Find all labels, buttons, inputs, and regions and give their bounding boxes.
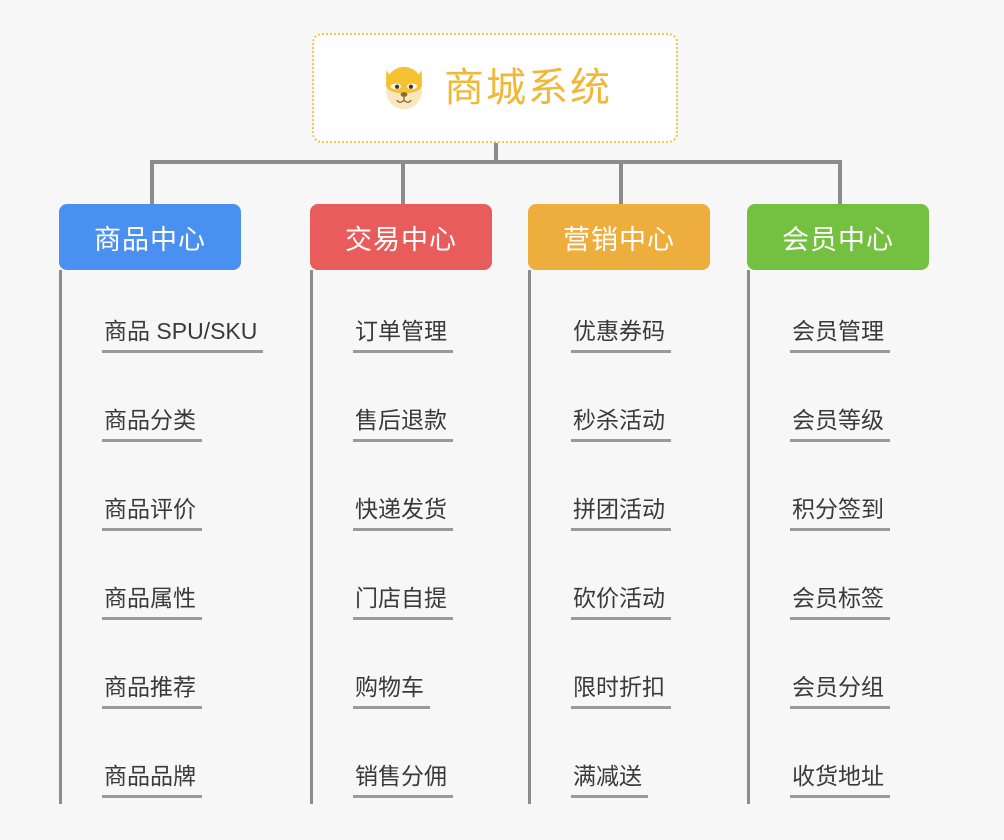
leaf-item-label: 门店自提 xyxy=(353,585,453,620)
branch-leaf-list-1: 订单管理售后退款快递发货门店自提购物车销售分佣 xyxy=(310,270,492,804)
leaf-item-label: 商品品牌 xyxy=(102,763,202,798)
leaf-item-label: 砍价活动 xyxy=(571,585,671,620)
leaf-item[interactable]: 会员管理 xyxy=(764,270,929,359)
leaf-item-label: 订单管理 xyxy=(353,318,453,353)
leaf-item[interactable]: 积分签到 xyxy=(764,448,929,537)
leaf-item-label: 秒杀活动 xyxy=(571,407,671,442)
leaf-item-label: 快递发货 xyxy=(353,496,453,531)
leaf-item[interactable]: 秒杀活动 xyxy=(545,359,710,448)
leaf-item[interactable]: 会员等级 xyxy=(764,359,929,448)
branch-column-0: 商品中心商品 SPU/SKU 商品分类商品评价商品属性商品推荐商品品牌 xyxy=(59,204,264,804)
branch-header-label: 交易中心 xyxy=(345,224,457,255)
leaf-item[interactable]: 售后退款 xyxy=(327,359,492,448)
branch-leaf-list-3: 会员管理会员等级积分签到会员标签会员分组收货地址 xyxy=(747,270,929,804)
leaf-item[interactable]: 优惠券码 xyxy=(545,270,710,359)
leaf-item[interactable]: 销售分佣 xyxy=(327,715,492,804)
leaf-item-label: 会员等级 xyxy=(790,407,890,442)
leaf-item[interactable]: 商品 SPU/SKU xyxy=(76,270,264,359)
leaf-item[interactable]: 满减送 xyxy=(545,715,710,804)
leaf-item[interactable]: 砍价活动 xyxy=(545,537,710,626)
leaf-item-label: 商品属性 xyxy=(102,585,202,620)
leaf-item-label: 拼团活动 xyxy=(571,496,671,531)
leaf-item[interactable]: 限时折扣 xyxy=(545,626,710,715)
leaf-item-label: 满减送 xyxy=(571,763,648,798)
leaf-item-label: 商品 SPU/SKU xyxy=(102,318,264,353)
branch-column-1: 交易中心订单管理售后退款快递发货门店自提购物车销售分佣 xyxy=(310,204,492,804)
branch-header-label: 营销中心 xyxy=(563,224,675,255)
leaf-item-label: 会员标签 xyxy=(790,585,890,620)
leaf-item[interactable]: 拼团活动 xyxy=(545,448,710,537)
connector-stem xyxy=(494,143,498,164)
leaf-item-label: 会员分组 xyxy=(790,674,890,709)
root-node[interactable]: 商城系统 xyxy=(312,33,678,143)
leaf-item-label: 购物车 xyxy=(353,674,430,709)
leaf-item-label: 优惠券码 xyxy=(571,318,671,353)
branch-header-label: 商品中心 xyxy=(94,224,206,255)
leaf-item-label: 限时折扣 xyxy=(571,674,671,709)
leaf-item[interactable]: 商品品牌 xyxy=(76,715,241,804)
leaf-item[interactable]: 商品分类 xyxy=(76,359,241,448)
branch-leaf-list-0: 商品 SPU/SKU 商品分类商品评价商品属性商品推荐商品品牌 xyxy=(59,270,264,804)
branch-header-label: 会员中心 xyxy=(782,224,894,255)
branch-header-3[interactable]: 会员中心 xyxy=(747,204,929,270)
leaf-item[interactable]: 购物车 xyxy=(327,626,492,715)
leaf-item-label: 商品评价 xyxy=(102,496,202,531)
connector-bus xyxy=(150,160,840,164)
connector-drop-2 xyxy=(619,160,623,204)
connector-drop-0 xyxy=(150,160,154,204)
connector-drop-3 xyxy=(838,160,842,204)
leaf-item[interactable]: 商品评价 xyxy=(76,448,241,537)
leaf-item[interactable]: 会员分组 xyxy=(764,626,929,715)
leaf-item-label: 积分签到 xyxy=(790,496,890,531)
branch-column-2: 营销中心优惠券码秒杀活动拼团活动砍价活动限时折扣满减送 xyxy=(528,204,710,804)
leaf-item-label: 收货地址 xyxy=(790,763,890,798)
branch-header-1[interactable]: 交易中心 xyxy=(310,204,492,270)
leaf-item[interactable]: 快递发货 xyxy=(327,448,492,537)
root-title: 商城系统 xyxy=(444,66,612,110)
leaf-item[interactable]: 门店自提 xyxy=(327,537,492,626)
leaf-item-label: 售后退款 xyxy=(353,407,453,442)
leaf-item-label: 会员管理 xyxy=(790,318,890,353)
dog-face-icon xyxy=(386,66,422,110)
leaf-item[interactable]: 收货地址 xyxy=(764,715,929,804)
leaf-item-label: 商品推荐 xyxy=(102,674,202,709)
branch-column-3: 会员中心会员管理会员等级积分签到会员标签会员分组收货地址 xyxy=(747,204,929,804)
leaf-item[interactable]: 订单管理 xyxy=(327,270,492,359)
branch-leaf-list-2: 优惠券码秒杀活动拼团活动砍价活动限时折扣满减送 xyxy=(528,270,710,804)
branch-header-0[interactable]: 商品中心 xyxy=(59,204,241,270)
connector-drop-1 xyxy=(401,160,405,204)
branch-header-2[interactable]: 营销中心 xyxy=(528,204,710,270)
leaf-item[interactable]: 商品属性 xyxy=(76,537,241,626)
leaf-item-label: 销售分佣 xyxy=(353,763,453,798)
leaf-item[interactable]: 会员标签 xyxy=(764,537,929,626)
leaf-item[interactable]: 商品推荐 xyxy=(76,626,241,715)
leaf-item-label: 商品分类 xyxy=(102,407,202,442)
